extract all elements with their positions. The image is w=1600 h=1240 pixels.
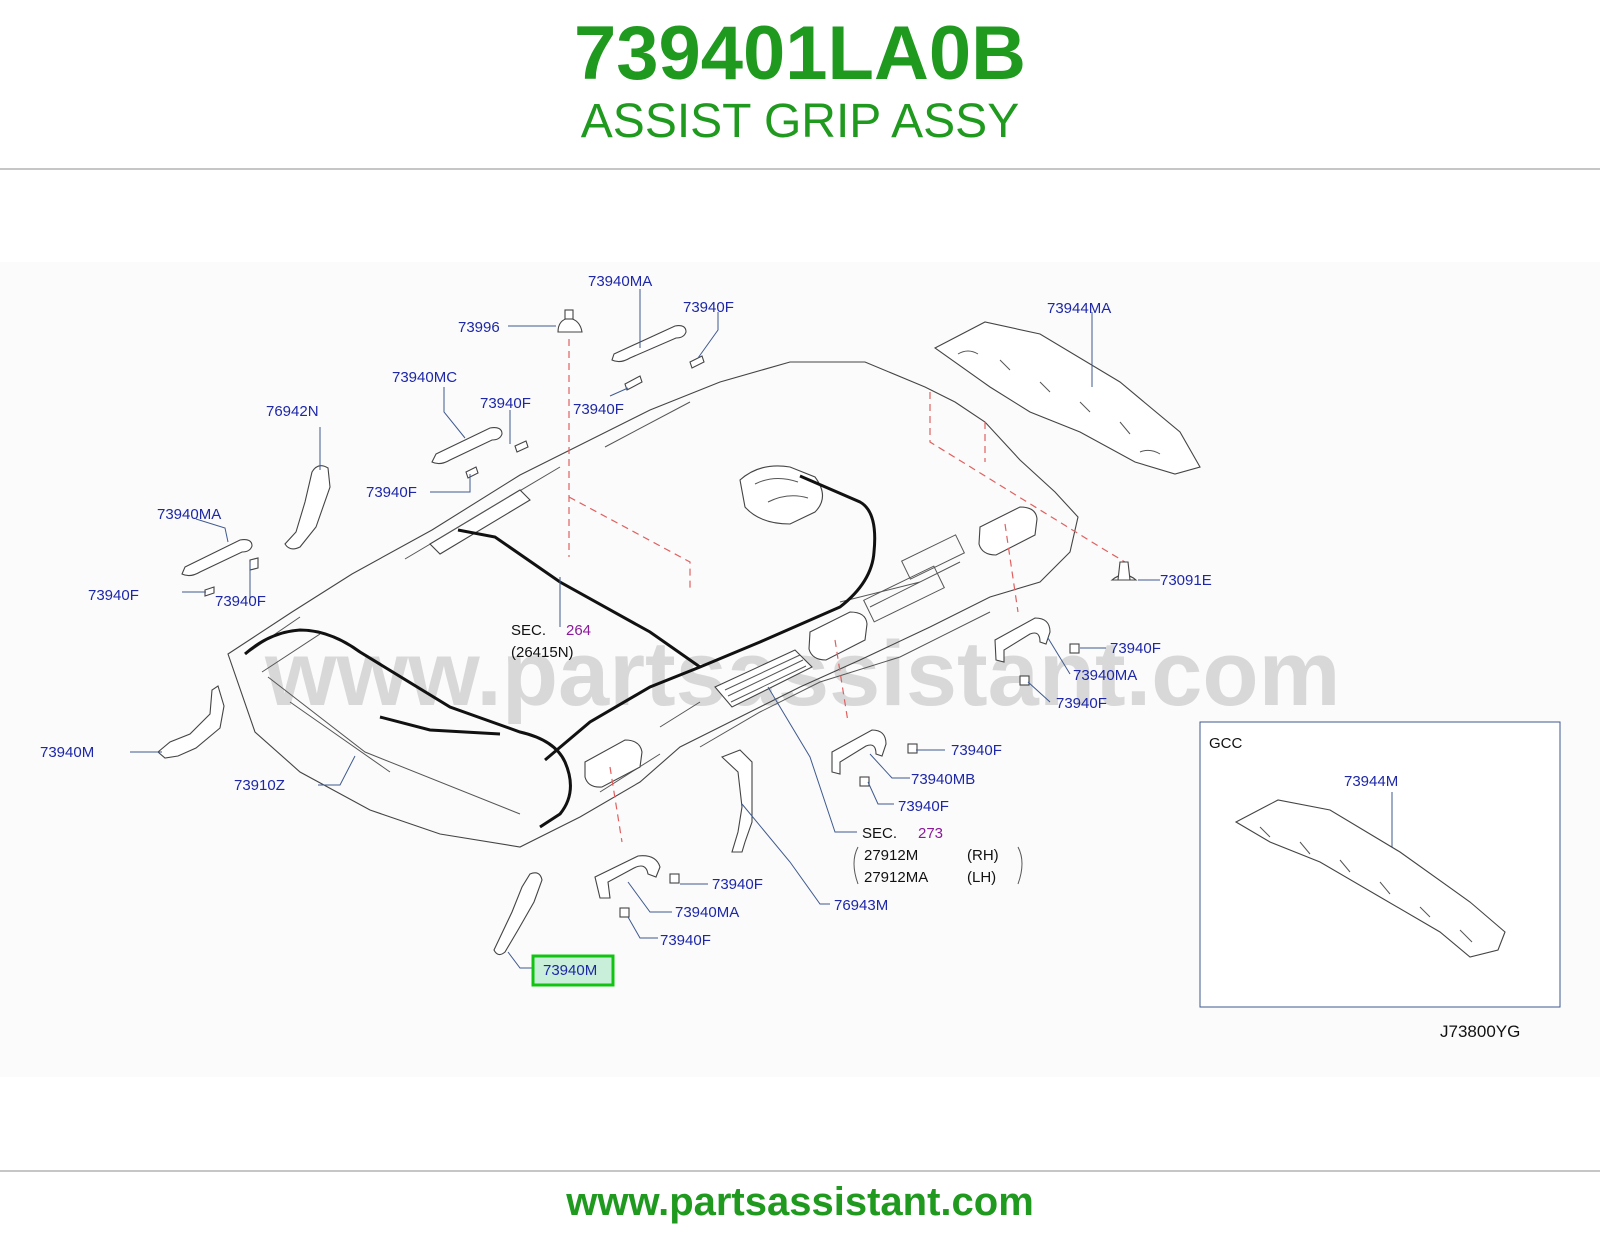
page-header: 739401LA0B ASSIST GRIP ASSY — [0, 0, 1600, 168]
callout-73996[interactable]: 73996 — [458, 319, 500, 336]
panel-73944M — [1234, 799, 1506, 958]
clip-73940F-f — [1069, 643, 1080, 654]
clip-73091E — [1110, 561, 1138, 581]
bracket-76942N — [284, 465, 331, 550]
section-264-ref[interactable]: SEC. 264 (26415N) — [511, 622, 591, 661]
callout-73940F-a[interactable]: 73940F — [480, 395, 531, 412]
clip-73940F-g — [1019, 675, 1030, 686]
callout-73940MB[interactable]: 73940MB — [911, 771, 975, 788]
grip-73940MA-top — [611, 325, 687, 363]
grip-73940M-bottom — [493, 872, 543, 956]
callout-73940F-i[interactable]: 73940F — [898, 798, 949, 815]
callout-73940F-g[interactable]: 73940F — [1056, 695, 1107, 712]
mounting-guides — [568, 339, 1126, 843]
clip-73940F-k — [619, 907, 630, 918]
callout-73940MA-left[interactable]: 73940MA — [157, 506, 221, 523]
callout-76943M[interactable]: 76943M — [834, 897, 888, 914]
gcc-inset: GCC 73944M — [1199, 721, 1561, 1008]
sec264-sub: (26415N) — [511, 644, 574, 661]
callout-73940F-k[interactable]: 73940F — [660, 932, 711, 949]
callout-73940MA-right[interactable]: 73940MA — [1073, 667, 1137, 684]
clip-73940F-a — [624, 375, 643, 391]
grip-73940MA-bottom — [594, 855, 661, 899]
inset-title: GCC — [1209, 735, 1243, 752]
grip-73940MC — [431, 427, 503, 465]
sec264-number[interactable]: 264 — [566, 622, 591, 639]
clip-73940F-d — [249, 557, 259, 571]
section-273-ref[interactable]: SEC. 273 27912M (RH) 27912MA (LH) — [853, 825, 1023, 886]
diagram-id: J73800YG — [1440, 1022, 1520, 1041]
callout-73944MA[interactable]: 73944MA — [1047, 300, 1111, 317]
panel-73944MA — [933, 321, 1201, 475]
callout-73910Z[interactable]: 73910Z — [234, 777, 285, 794]
parts-diagram: www.partsassistant.com — [0, 262, 1600, 1077]
sec273-part-lh: 27912MA — [864, 869, 928, 886]
callout-73940MA-top[interactable]: 73940MA — [588, 273, 652, 290]
watermark-text: www.partsassistant.com — [264, 623, 1340, 725]
sec273-number[interactable]: 273 — [918, 825, 943, 842]
right-paren — [1017, 846, 1023, 885]
sec264-prefix: SEC. — [511, 622, 546, 639]
left-paren — [853, 846, 859, 885]
grip-73940M-left — [157, 685, 225, 759]
callout-73940F-d[interactable]: 73940F — [88, 587, 139, 604]
leader-lines — [130, 289, 1160, 969]
clip-73940F-i — [859, 776, 870, 787]
grip-73940MA-left — [181, 539, 253, 577]
callout-73940F-b[interactable]: 73940F — [573, 401, 624, 418]
bracket-76943M — [720, 749, 753, 853]
clip-73940F-j — [669, 873, 680, 884]
clip-73940F-h — [907, 743, 918, 754]
callout-73940F-j[interactable]: 73940F — [712, 876, 763, 893]
callout-73091E[interactable]: 73091E — [1160, 572, 1212, 589]
selected-part-callout[interactable]: 73940M — [531, 954, 615, 987]
callout-73944M[interactable]: 73944M — [1344, 773, 1398, 790]
grip-73940MB — [831, 729, 887, 775]
selected-highlight-box — [531, 954, 615, 987]
sec273-side-lh: (LH) — [967, 869, 996, 886]
headliner-grip-pockets — [584, 506, 1038, 788]
part-name-subtitle: ASSIST GRIP ASSY — [580, 95, 1020, 148]
clip-73940F-top — [689, 355, 705, 369]
callout-76942N[interactable]: 76942N — [266, 403, 319, 420]
clip-73996 — [557, 309, 583, 333]
grip-73940MA-right — [994, 617, 1051, 663]
callout-73940MC[interactable]: 73940MC — [392, 369, 457, 386]
callout-73940F-top[interactable]: 73940F — [683, 299, 734, 316]
callout-73940MA-bottom[interactable]: 73940MA — [675, 904, 739, 921]
sec273-part-rh: 27912M — [864, 847, 918, 864]
sec273-side-rh: (RH) — [967, 847, 999, 864]
clip-73940F-c — [465, 466, 479, 479]
overhead-console — [714, 649, 813, 708]
footer-url-link[interactable]: www.partsassistant.com — [566, 1180, 1034, 1224]
dome-light-housing — [739, 465, 824, 525]
sec273-prefix: SEC. — [862, 825, 897, 842]
callout-73940F-h[interactable]: 73940F — [951, 742, 1002, 759]
part-number-title: 739401LA0B — [573, 11, 1027, 96]
front-trim-bar — [429, 489, 531, 555]
callout-73940F-c[interactable]: 73940F — [366, 484, 417, 501]
diagram-canvas: www.partsassistant.com — [40, 273, 1561, 1041]
clip-73940F-e — [204, 586, 215, 597]
callout-73940M-selected[interactable]: 73940M — [543, 962, 597, 979]
clip-73940F-b — [514, 440, 529, 453]
callout-73940M-left[interactable]: 73940M — [40, 744, 94, 761]
callout-73940F-e[interactable]: 73940F — [215, 593, 266, 610]
callout-73940F-f[interactable]: 73940F — [1110, 640, 1161, 657]
header-divider — [0, 168, 1600, 170]
footer-divider — [0, 1170, 1600, 1172]
